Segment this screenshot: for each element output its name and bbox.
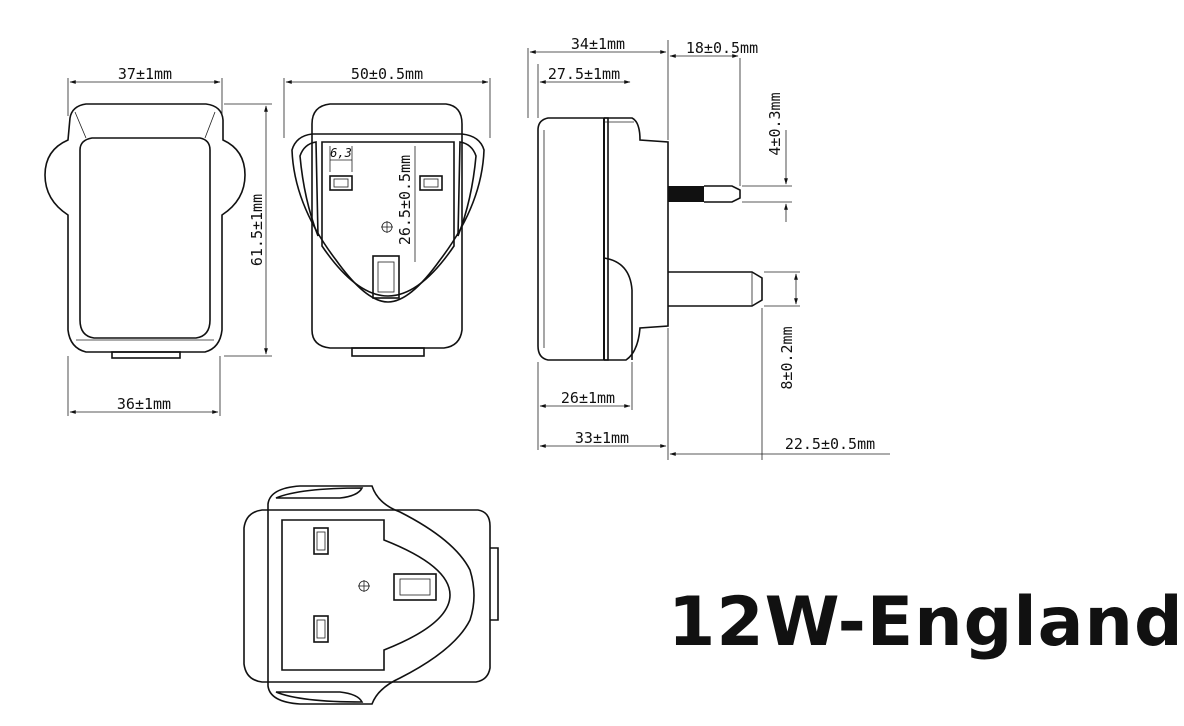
- technical-drawing: 37±1mm 36±1mm 61.5±1mm 50±0.5mm 26.5±0.5…: [44, 35, 1183, 705]
- dim-height: 61.5±1mm: [248, 194, 266, 266]
- dim-back-width: 50±0.5mm: [351, 65, 423, 83]
- back-view: [283, 78, 491, 357]
- dim-earth-pin-thickness: 8±0.2mm: [778, 326, 796, 389]
- model-title: 12W-England: [668, 583, 1184, 662]
- dim-side-total-bottom: 33±1mm: [575, 429, 629, 447]
- dim-pin-width: 6,3: [330, 146, 352, 160]
- rotated-view: [243, 485, 499, 705]
- dim-pin-spacing: 26.5±0.5mm: [396, 155, 414, 245]
- dimension-labels: 37±1mm 36±1mm 61.5±1mm 50±0.5mm 26.5±0.5…: [117, 35, 875, 453]
- dim-pin-length-bottom: 22.5±0.5mm: [785, 435, 875, 453]
- dim-front-top-width: 37±1mm: [118, 65, 172, 83]
- drawing-canvas: 37±1mm 36±1mm 61.5±1mm 50±0.5mm 26.5±0.5…: [44, 35, 890, 705]
- side-view: [527, 40, 890, 460]
- dim-pin-thickness: 4±0.3mm: [766, 92, 784, 155]
- dim-side-total-top: 34±1mm: [571, 35, 625, 53]
- dim-front-bottom-width: 36±1mm: [117, 395, 171, 413]
- front-view: [44, 78, 272, 416]
- dim-pin-length-top: 18±0.5mm: [686, 39, 758, 57]
- dim-side-body-top: 27.5±1mm: [548, 65, 620, 83]
- dim-side-body-bottom: 26±1mm: [561, 389, 615, 407]
